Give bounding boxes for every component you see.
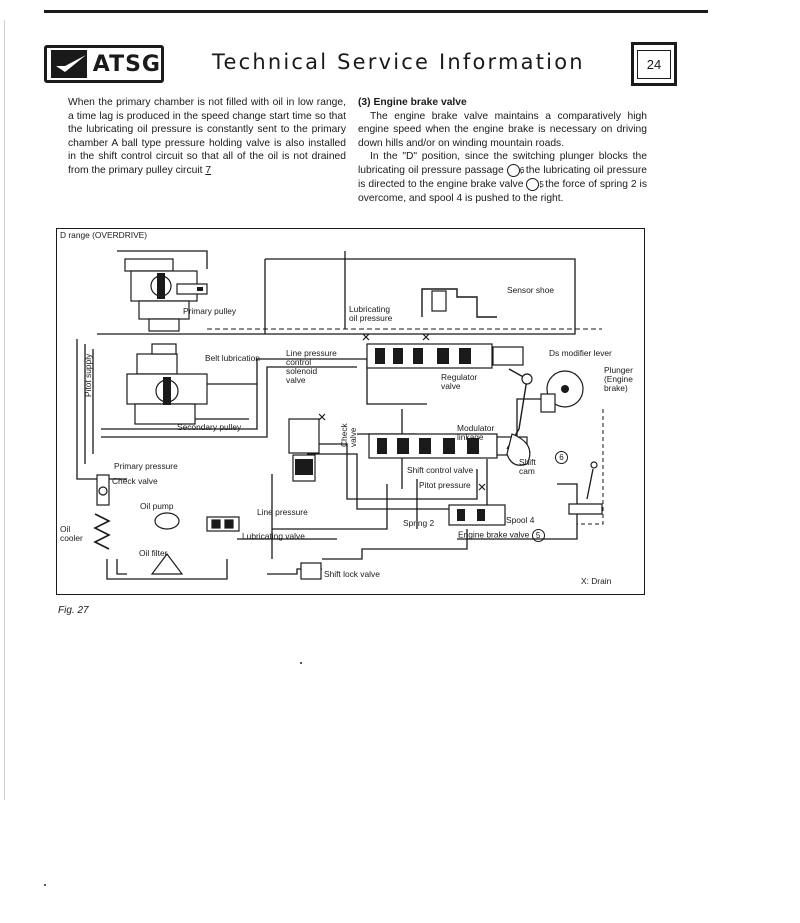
paragraph-2-part-b: , the lubricating oil pressure is direct… xyxy=(358,165,647,190)
label-drain-legend: X: Drain xyxy=(581,576,612,586)
left-column-ref: 7 xyxy=(205,164,212,176)
section-heading: (3) Engine brake valve xyxy=(358,97,467,108)
ref-circle-5-figure: 5 xyxy=(531,529,545,542)
scan-edge xyxy=(4,20,5,800)
label-check-valve-mid: Check valve xyxy=(339,423,358,447)
left-column-text: When the primary chamber is not filled w… xyxy=(68,96,346,178)
label-shift-lock-valve: Shift lock valve xyxy=(324,569,380,579)
top-rule xyxy=(44,10,708,13)
label-spool-4: Spool 4 xyxy=(506,515,535,525)
label-sensor-shoe: Sensor shoe xyxy=(507,285,555,295)
paragraph-2: In the "D" position, since the switching… xyxy=(358,150,647,205)
label-secondary-pulley: Secondary pulley xyxy=(177,422,242,432)
label-oil-filter: Oil filter xyxy=(139,548,168,558)
label-lubricating-oil-pressure: Lubricating oil pressure xyxy=(349,304,393,323)
ref-circle-6-figure-wrap: 6 xyxy=(555,451,568,464)
logo-text: ATSG xyxy=(92,51,161,77)
ref-circle-5: 5 xyxy=(526,177,544,191)
page-number-box: 24 xyxy=(631,42,677,86)
label-pitot-supply: Pitot supply xyxy=(83,353,93,397)
right-column-text: (3) Engine brake valve The engine brake … xyxy=(358,96,647,205)
label-lubricating-valve: Lubricating valve xyxy=(242,531,305,541)
label-engine-brake-valve: Engine brake valve 5 xyxy=(458,529,545,542)
page-title: Technical Service Information xyxy=(212,50,585,74)
label-plunger: Plunger (Engine brake) xyxy=(604,365,633,393)
ref-circle-6-figure: 6 xyxy=(555,451,568,464)
engine-brake-valve-text: Engine brake valve xyxy=(458,529,530,540)
paragraph-2-part-c: , the force of spring 2 is overcome, and… xyxy=(358,179,647,204)
label-shift-cam: Shift cam xyxy=(519,457,536,476)
speck xyxy=(44,884,46,886)
speck xyxy=(300,662,302,664)
hydraulic-circuit-drawing xyxy=(76,250,604,580)
atsg-logo: ATSG xyxy=(44,45,164,83)
figure-caption: Fig. 27 xyxy=(58,605,89,616)
ref-circle-6: 6 xyxy=(506,163,524,177)
label-pitot-pressure: Pitot pressure xyxy=(419,480,471,490)
label-oil-pump: Oil pump xyxy=(140,501,174,511)
page-number: 24 xyxy=(636,49,672,79)
label-line-pressure-bottom: Line pressure xyxy=(257,507,308,517)
left-column-body: When the primary chamber is not filled w… xyxy=(68,97,346,176)
hydraulic-diagram: D range (OVERDRIVE) Primary pulley Belt … xyxy=(56,228,645,595)
paragraph-2-part-a: In the "D" position, since the switching… xyxy=(358,151,647,177)
label-spring-2: Spring 2 xyxy=(403,518,435,528)
label-modulator-linkage: Modulator linkage xyxy=(457,423,495,442)
label-belt-lubrication: Belt lubrication xyxy=(205,353,260,363)
label-primary-pressure: Primary pressure xyxy=(114,461,178,471)
checkmark-icon xyxy=(51,50,87,78)
label-shift-control-valve: Shift control valve xyxy=(407,465,474,475)
label-line-pressure-solenoid: Line pressure control solenoid valve xyxy=(286,348,337,385)
label-oil-cooler: Oil cooler xyxy=(60,524,83,543)
label-check-valve-left: Check valve xyxy=(112,476,158,486)
paragraph-1: The engine brake valve maintains a compa… xyxy=(358,110,647,149)
label-ds-modifier-lever: Ds modifier lever xyxy=(549,348,612,358)
label-primary-pulley: Primary pulley xyxy=(183,306,237,316)
label-regulator-valve: Regulator valve xyxy=(441,372,478,391)
range-label: D range (OVERDRIVE) xyxy=(60,230,148,240)
